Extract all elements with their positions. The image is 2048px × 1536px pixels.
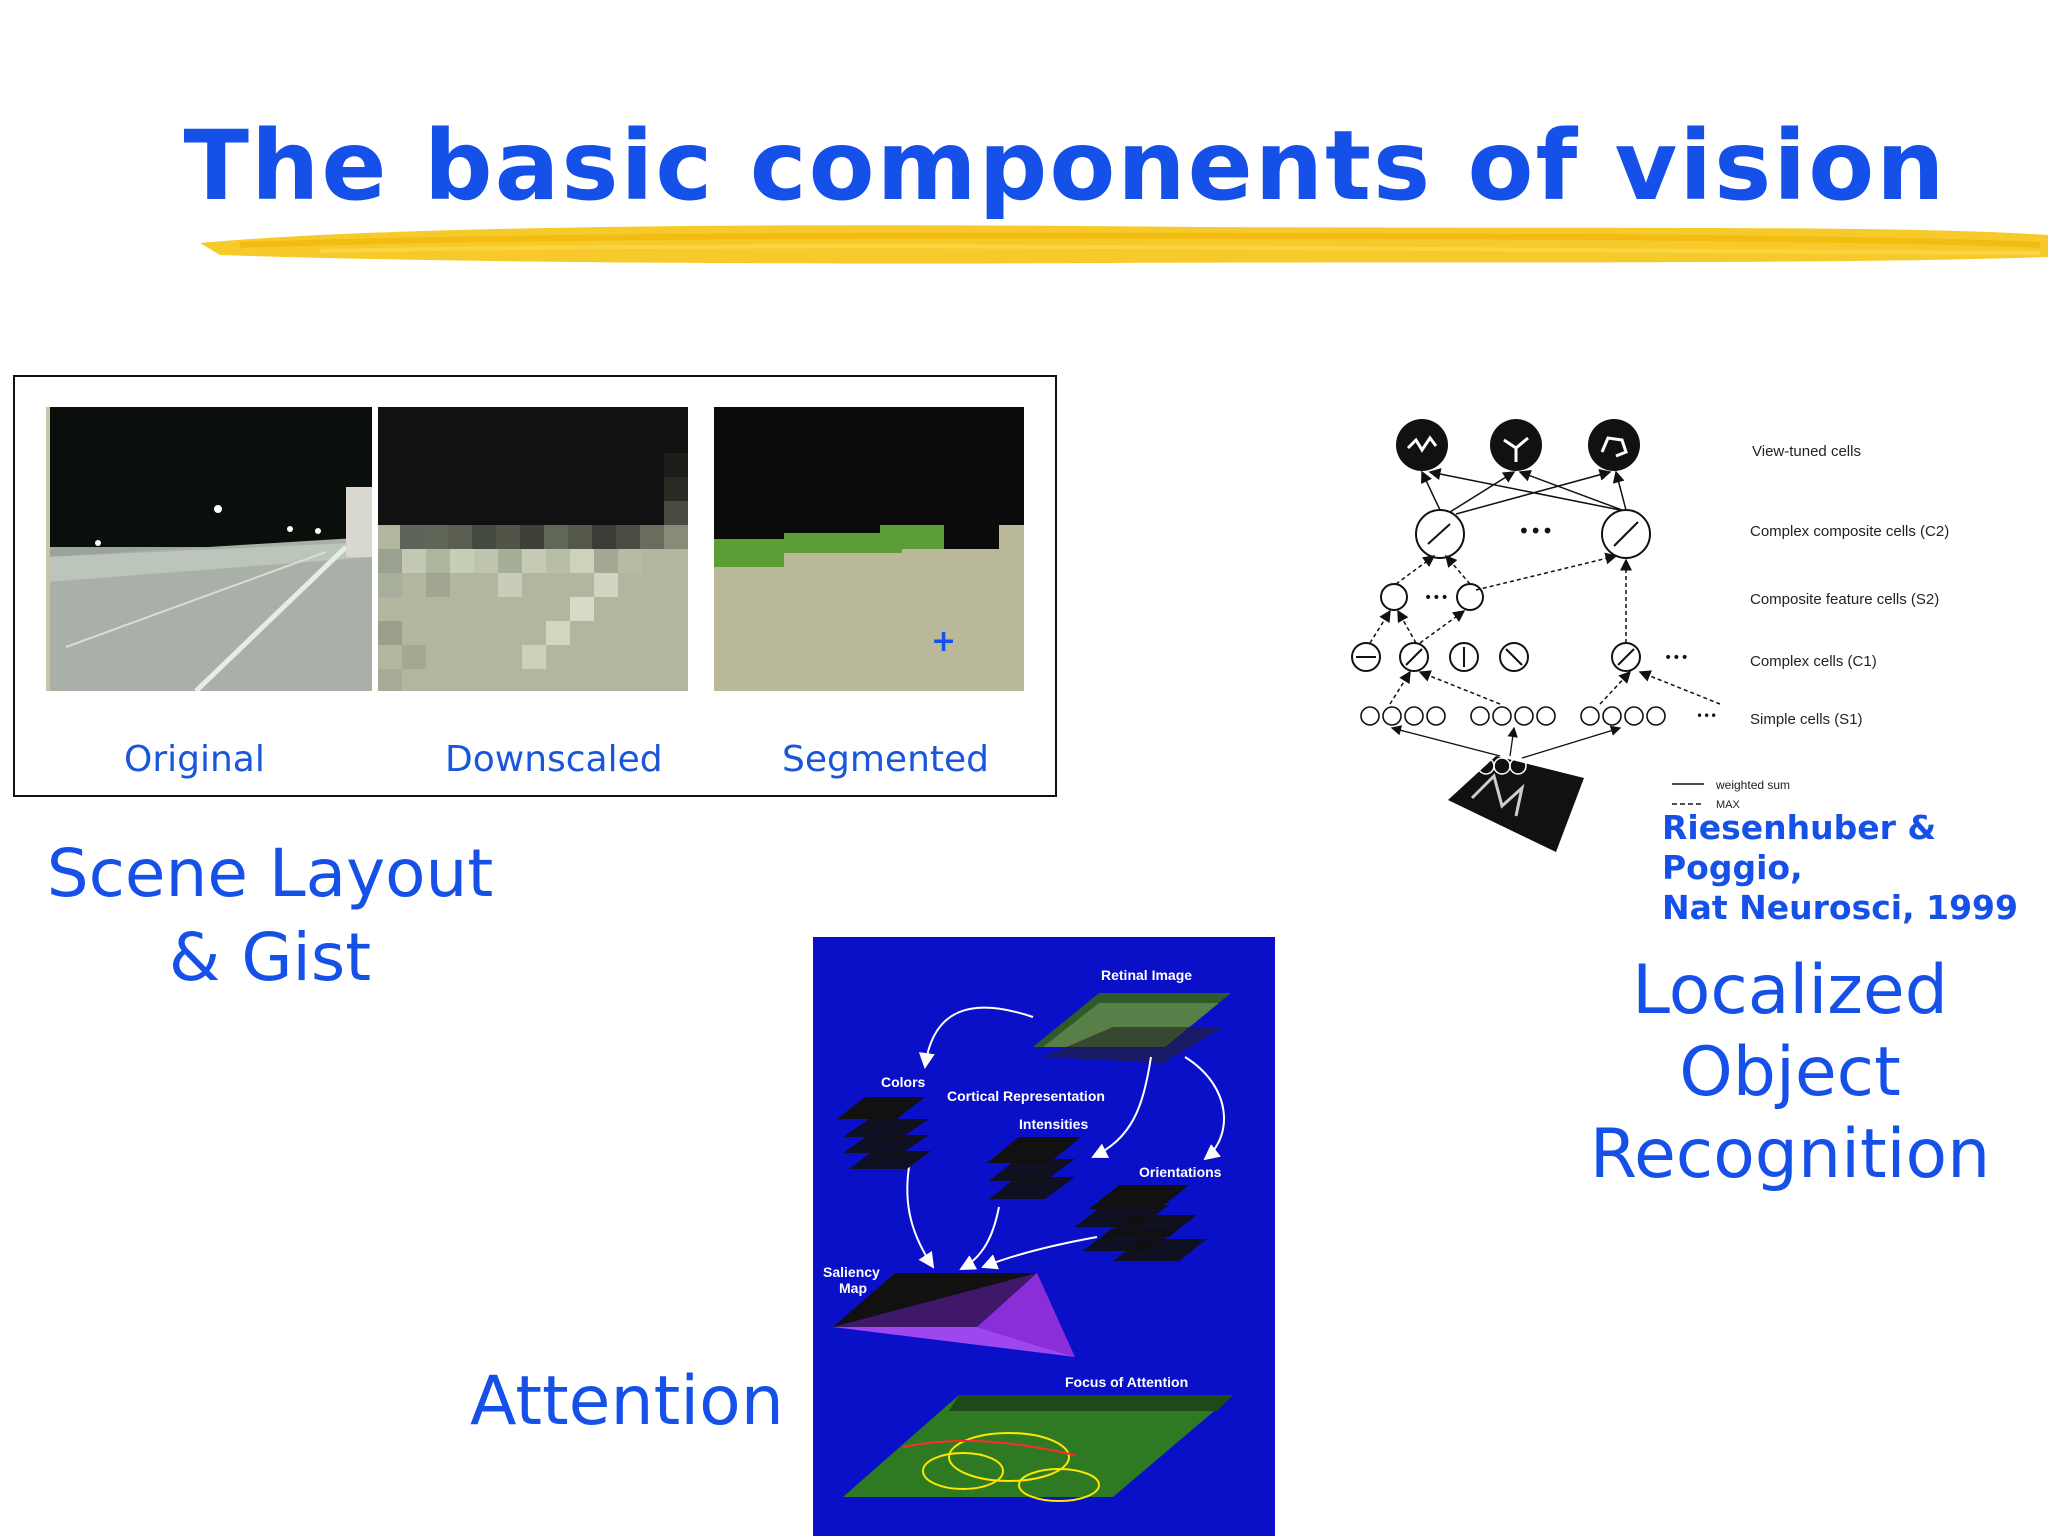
attention-label: Attention [470,1362,784,1441]
legend-max: MAX [1716,799,1741,811]
svg-text:•••: ••• [1424,590,1449,606]
caption-original: Original [124,739,265,780]
svg-text:•••: ••• [1518,519,1553,543]
label-orientations: Orientations [1139,1164,1222,1180]
caption-downscaled: Downscaled [445,739,663,780]
slide-title: The basic components of vision [183,110,1947,222]
level-view-tuned: View-tuned cells [1752,443,1861,460]
scene-layout-label: Scene Layout & Gist [40,832,500,1000]
scene-label-line1: Scene Layout [46,835,494,912]
title-underline-stroke [200,225,2048,264]
svg-text:•••: ••• [1664,650,1689,666]
orientation-maps [1075,1185,1207,1261]
hmax-hierarchy-diagram: ••• ••• ••• ••• [1351,419,1949,852]
saliency-model-diagram: Retinal Image Colors Cortical Representa… [813,937,1275,1536]
focus-of-attention-layer [843,1395,1233,1497]
s1-cells [1360,706,1666,726]
label-saliency: Saliency [823,1264,880,1280]
recognition-line1: Localized [1632,951,1948,1030]
label-retinal-image: Retinal Image [1101,967,1192,983]
downscaled-image [378,407,688,691]
level-s2: Composite feature cells (S2) [1750,591,1939,608]
scene-label-line2: & Gist [168,919,372,996]
reference-line1: Riesenhuber & Poggio, [1662,808,1937,887]
input-image [1448,756,1584,852]
intensity-maps [987,1137,1081,1199]
c1-cells [1351,642,1641,672]
recognition-line2: Object [1679,1033,1901,1112]
label-saliency-map: Map [839,1280,867,1296]
scene-layout-figure: + Original Downscaled Segmented [13,375,1057,797]
level-c2: Complex composite cells (C2) [1750,523,1949,540]
label-colors: Colors [881,1074,926,1090]
svg-text:+: + [931,624,956,659]
caption-segmented: Segmented [782,739,989,780]
level-c1: Complex cells (C1) [1750,653,1877,670]
level-s1: Simple cells (S1) [1750,711,1863,728]
legend-weighted-sum: weighted sum [1715,778,1790,792]
original-image [46,407,372,691]
recognition-line3: Recognition [1589,1115,1991,1194]
c2-cells [1415,509,1651,559]
reference-citation: Riesenhuber & Poggio, Nat Neurosci, 1999 [1662,808,2048,928]
label-intensities: Intensities [1019,1116,1088,1132]
svg-text:•••: ••• [1696,709,1717,723]
colors-maps [837,1097,931,1169]
label-cortical: Cortical Representation [947,1088,1105,1104]
reference-line2: Nat Neurosci, 1999 [1662,888,2018,927]
segmented-image: + [714,407,1024,691]
label-focus: Focus of Attention [1065,1374,1188,1390]
object-recognition-label: Localized Object Recognition [1560,950,2020,1196]
view-tuned-cells [1396,419,1640,471]
